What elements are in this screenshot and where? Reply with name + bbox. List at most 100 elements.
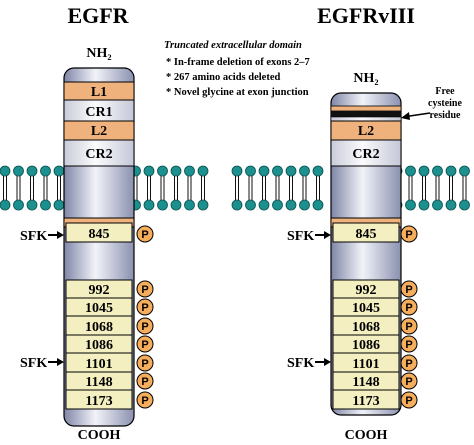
egfr-domain-l1-label: L1 bbox=[91, 85, 107, 100]
egfrviii-tyrosine-box bbox=[332, 389, 400, 410]
phospho-label: P bbox=[141, 229, 148, 241]
egfrviii-tyrosine-label: 1101 bbox=[352, 357, 379, 372]
egfr-tyrosine-label: 1173 bbox=[85, 394, 112, 409]
egfr-tyrosine-label: 1045 bbox=[85, 301, 113, 316]
annotation-bullet-1: * In-frame deletion of exons 2–7 bbox=[166, 57, 310, 68]
phospho-label: P bbox=[141, 358, 148, 370]
egfrviii-phospho-1101: P bbox=[400, 354, 418, 372]
egfr-tyrosine-label: 845 bbox=[89, 227, 110, 242]
egfr-phospho-1101: P bbox=[136, 354, 154, 372]
phospho-label: P bbox=[405, 339, 412, 351]
lipid-pair bbox=[405, 165, 416, 211]
egfrviii-tyrosine-label: 1148 bbox=[352, 375, 379, 390]
lipid-pair bbox=[272, 165, 283, 211]
lipid-pair bbox=[143, 165, 155, 211]
egfrviii-tyrosine-1173: 1173 bbox=[332, 389, 400, 410]
phospho-label: P bbox=[141, 284, 148, 296]
egfr-tyrosine-1068: 1068 bbox=[65, 315, 133, 336]
lipid-pair bbox=[299, 165, 310, 211]
egfrviii-tyrosine-1045: 1045 bbox=[332, 297, 400, 317]
annotation-bullet-3: * Novel glycine at exon junction bbox=[166, 87, 309, 98]
lipid-pair bbox=[26, 165, 38, 211]
phospho-label: P bbox=[405, 284, 412, 296]
phospho-label: P bbox=[405, 321, 412, 333]
phospho-label: P bbox=[141, 302, 148, 314]
egfr-tyrosine-box bbox=[65, 222, 133, 243]
egfr-tyrosine-label: 992 bbox=[89, 283, 110, 298]
egfr-tyrosine-992: 992 bbox=[65, 279, 133, 299]
lipid-pair bbox=[445, 165, 457, 211]
egfrviii-tyrosine-label: 992 bbox=[356, 283, 377, 298]
lipid-pair bbox=[312, 165, 324, 211]
egfr-title: EGFR bbox=[67, 3, 129, 28]
lipid-pair bbox=[418, 165, 430, 211]
egfrviii-cooh-label: COOH bbox=[345, 428, 388, 443]
egfr-sfk-arrow-845 bbox=[48, 231, 64, 239]
egfr-phospho-1173: P bbox=[136, 391, 154, 409]
egfr-phospho-1086: P bbox=[136, 335, 154, 353]
egfrviii-domain-cr2-label: CR2 bbox=[352, 147, 379, 162]
egfrviii-sfk-arrow-1101 bbox=[315, 358, 331, 366]
egfr-phospho-992: P bbox=[136, 280, 154, 298]
egfrviii-tyrosine-box bbox=[332, 222, 400, 243]
lipid-pair bbox=[197, 165, 209, 211]
free-cysteine-label-line3: residue bbox=[430, 110, 461, 121]
truncation-annotation: Truncated extracellular domain * In-fram… bbox=[164, 40, 310, 98]
lipid-pair bbox=[231, 165, 243, 211]
egfrviii-tyrosine-1068: 1068 bbox=[332, 315, 400, 336]
lipid-pair bbox=[13, 165, 24, 211]
egfr-tyrosine-845: 845 bbox=[65, 222, 133, 243]
egfr-sfk-label-845: SFK bbox=[20, 229, 47, 244]
egfrviii-tyrosine-1148: 1148 bbox=[332, 371, 400, 391]
egfrviii-phospho-992: P bbox=[400, 280, 418, 298]
egfr-sfk-label-1101: SFK bbox=[20, 356, 47, 371]
egfrviii-nh2-label: NH₂ bbox=[353, 71, 378, 86]
egfrviii-title: EGFRvIII bbox=[317, 3, 415, 28]
egfrviii-tyrosine-label: 1173 bbox=[352, 394, 379, 409]
egfr-phospho-1068: P bbox=[136, 317, 154, 335]
egfrviii-receptor: EGFRvIII NH₂ L2 CR2 Free cysteine residu… bbox=[287, 3, 462, 443]
free-cysteine-label-line2: cysteine bbox=[428, 98, 462, 109]
egfr-tyrosine-box bbox=[65, 389, 133, 410]
egfrviii-tyrosine-label: 1086 bbox=[352, 338, 380, 353]
annotation-bullet-2: * 267 amino acids deleted bbox=[166, 72, 280, 83]
egfrviii-sfk-arrow-845 bbox=[315, 231, 331, 239]
egfr-tyrosine-1173: 1173 bbox=[65, 389, 133, 410]
lipid-pair bbox=[245, 165, 256, 211]
egfrviii-residual-band bbox=[330, 105, 402, 112]
egfr-phospho-845: P bbox=[136, 225, 154, 243]
lipid-pair bbox=[432, 165, 443, 211]
lipid-pair bbox=[170, 165, 182, 211]
phospho-label: P bbox=[405, 229, 412, 241]
lipid-pair bbox=[40, 165, 51, 211]
lipid-pair bbox=[184, 165, 195, 211]
egfr-domain-l2-label: L2 bbox=[91, 124, 107, 139]
egfr-cooh-label: COOH bbox=[78, 428, 121, 443]
egfrviii-domain-cr2 bbox=[330, 139, 402, 167]
phospho-label: P bbox=[405, 395, 412, 407]
phospho-label: P bbox=[141, 321, 148, 333]
egfrviii-tyrosine-1086: 1086 bbox=[332, 334, 400, 354]
egfrviii-phospho-1173: P bbox=[400, 391, 418, 409]
egfrviii-phospho-1148: P bbox=[400, 372, 418, 390]
egfr-tyrosine-1101: 1101 bbox=[65, 352, 133, 373]
phospho-label: P bbox=[141, 395, 148, 407]
lipid-pair bbox=[258, 165, 270, 211]
egfr-tyrosine-label: 1086 bbox=[85, 338, 113, 353]
free-cysteine-label-line1: Free bbox=[435, 86, 455, 97]
egfrviii-tyrosine-845: 845 bbox=[332, 222, 400, 243]
egfr-tyrosine-label: 1101 bbox=[85, 357, 112, 372]
phospho-label: P bbox=[141, 376, 148, 388]
annotation-heading: Truncated extracellular domain bbox=[164, 40, 302, 51]
phospho-label: P bbox=[405, 302, 412, 314]
egfrviii-sfk-label-845: SFK bbox=[287, 229, 314, 244]
phospho-label: P bbox=[405, 376, 412, 388]
egfrviii-domain-l2-label: L2 bbox=[358, 124, 374, 139]
egfr-receptor: EGFR NH₂ L1 CR1 L2 CR2 845 992 1045 1068 bbox=[20, 3, 154, 443]
free-cysteine-arrowhead bbox=[401, 112, 410, 120]
egfr-tyrosine-1148: 1148 bbox=[65, 371, 133, 391]
egfrviii-phospho-1068: P bbox=[400, 317, 418, 335]
egfr-tyrosine-1086: 1086 bbox=[65, 334, 133, 354]
egfr-tyrosine-1045: 1045 bbox=[65, 297, 133, 317]
